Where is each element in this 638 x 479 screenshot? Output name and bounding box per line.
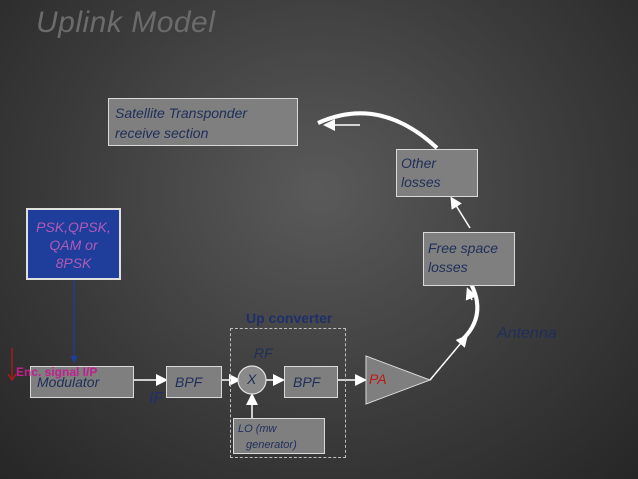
slide-title: Uplink Model: [36, 6, 216, 39]
if-label: IF: [149, 390, 164, 407]
free-space-losses-box: Free space losses: [423, 232, 515, 286]
lo-generator-box: LO (mw generator): [233, 418, 325, 454]
bpf-box-1: BPF: [166, 366, 222, 398]
free-space-line-2: losses: [428, 259, 468, 275]
bpf-2-label: BPF: [293, 374, 321, 390]
mixer-circle: [237, 365, 267, 395]
freespace-to-other-arrow: [450, 196, 471, 229]
up-converter-region: [230, 328, 346, 458]
up-converter-label: Up converter: [246, 310, 333, 326]
mixer-symbol: X: [247, 371, 257, 387]
antenna-to-freespace-arrow: [465, 287, 477, 301]
free-space-line-1: Free space: [428, 240, 499, 256]
psk-line-3: 8PSK: [55, 255, 92, 271]
satellite-line-1: Satellite Transponder: [115, 105, 248, 121]
satellite-line-2: receive section: [115, 125, 209, 141]
other-losses-line-2: losses: [401, 174, 441, 190]
pa-label: PA: [369, 371, 387, 387]
rf-label: RF: [254, 345, 273, 361]
bpf-box-2: BPF: [284, 366, 338, 398]
psk-line-2: QAM or: [49, 237, 98, 253]
pa-to-antenna-line: [429, 334, 468, 381]
satellite-transponder-box: Satellite Transponder receive section: [108, 98, 298, 146]
psk-line-1: PSK,QPSK,: [36, 219, 111, 235]
antenna-dish: [460, 281, 480, 342]
bpf-1-label: BPF: [175, 374, 203, 390]
other-to-satellite-arc: [317, 111, 439, 150]
antenna-label: Antenna: [497, 325, 557, 342]
other-losses-line-1: Other: [401, 155, 437, 171]
pa-triangle: [365, 355, 432, 405]
lo-line-2: generator): [246, 439, 297, 451]
modulator-label: Modulator: [37, 374, 100, 390]
enc-signal-label: Enc. signal I/P: [16, 365, 98, 379]
modulator-box: Modulator: [30, 366, 134, 398]
lo-line-1: LO (mw: [238, 423, 277, 435]
other-losses-box: Other losses: [396, 149, 478, 197]
modulation-type-box: PSK,QPSK, QAM or 8PSK: [26, 208, 121, 280]
